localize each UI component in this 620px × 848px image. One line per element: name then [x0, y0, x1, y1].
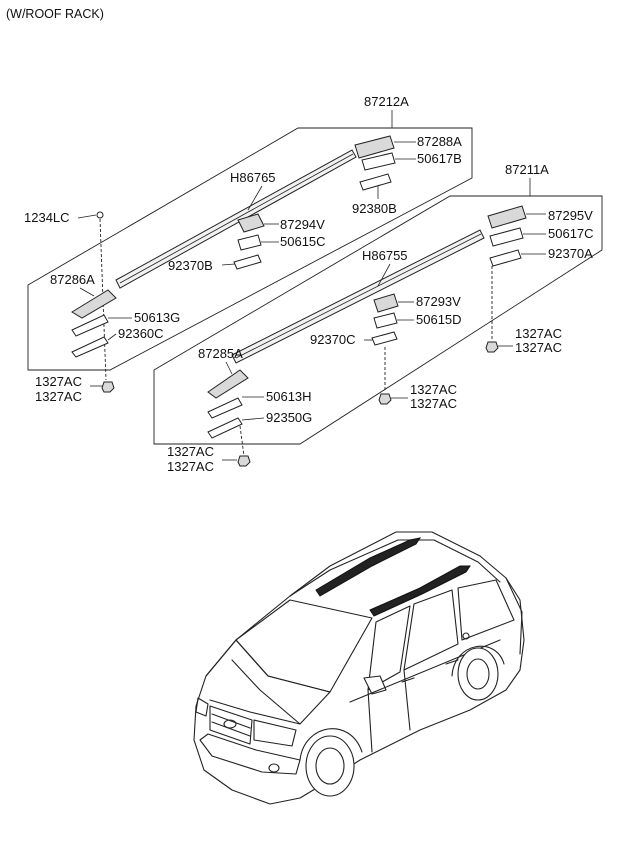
label-50613H: 50613H [266, 389, 312, 404]
bracket-50613H [207, 397, 243, 419]
label-1234LC: 1234LC [24, 210, 70, 225]
leader-92350G [241, 417, 265, 421]
car-roof-rail-left [315, 537, 422, 597]
car-rear-wheel-arch [451, 645, 505, 677]
car-rear-side-window [403, 589, 459, 671]
pad-92360C [71, 336, 109, 358]
car-headlight-right [253, 719, 297, 747]
car-body-outline [193, 531, 525, 805]
label-87212A: 87212A [364, 94, 409, 109]
cover-87295V [487, 205, 527, 229]
bracket-50615C [237, 234, 262, 251]
car-headlight-left [195, 697, 209, 717]
cover-87293V [373, 293, 399, 313]
leader-92370B [221, 263, 236, 266]
cover-87288A [354, 135, 395, 159]
leader-H86755 [377, 263, 391, 287]
leader-H86765 [247, 185, 263, 211]
pad-92350G [207, 417, 243, 439]
label-1327AC-d2: 1327AC [515, 340, 562, 355]
screw-1234LC [96, 211, 104, 219]
car-rear-quarter-window [457, 579, 515, 641]
label-1327AC-a1: 1327AC [35, 374, 82, 389]
car-front-wheel-arch [299, 728, 363, 761]
label-92370A: 92370A [548, 246, 593, 261]
car-grille-bar-2 [211, 721, 251, 737]
leader-87285A [225, 361, 233, 375]
car-door-seam-rear [403, 669, 411, 731]
label-1327AC-a2: 1327AC [35, 389, 82, 404]
nut-1327AC-d [485, 341, 499, 353]
cover-87286A [71, 289, 117, 319]
car-hood-crease [231, 659, 301, 725]
label-92360C: 92360C [118, 326, 164, 341]
car-rear-wheel-hub [466, 658, 490, 690]
car-fuel-cap [462, 632, 470, 640]
cover-87285A [207, 369, 249, 399]
pad-92370B [233, 254, 262, 270]
car-rear-edge [505, 577, 523, 655]
car-front-bumper [199, 733, 301, 775]
car-grille-bar-1 [211, 713, 251, 729]
roof-rail-H86755-detail [235, 233, 482, 359]
roof-rail-H86765-detail [119, 153, 354, 284]
label-92350G: 92350G [266, 410, 312, 425]
car-roof-rail-right [369, 565, 471, 617]
nut-1327AC-a [101, 381, 115, 393]
label-H86755: H86755 [362, 248, 408, 263]
car-hood [205, 639, 331, 725]
label-92370C: 92370C [310, 332, 356, 347]
label-87288A: 87288A [417, 134, 462, 149]
car-door-handle-front [401, 677, 415, 683]
front-fastener-axis-dashed [239, 425, 245, 457]
assembly-87211A: 87211A H86755 87295V 50617C 92370A 87293… [153, 162, 603, 474]
leader-87286A [79, 287, 95, 297]
car-front-wheel [305, 735, 355, 797]
label-50615C: 50615C [280, 234, 326, 249]
label-87286A: 87286A [50, 272, 95, 287]
label-87294V: 87294V [280, 217, 325, 232]
car-front-wheel-hub [315, 747, 345, 785]
bracket-50615D [373, 312, 398, 329]
vehicle-illustration [193, 531, 525, 805]
car-fog-light [268, 763, 280, 773]
label-87293V: 87293V [416, 294, 461, 309]
label-1327AC-c1: 1327AC [167, 444, 214, 459]
label-1327AC-c2: 1327AC [167, 459, 214, 474]
label-92370B: 92370B [168, 258, 213, 273]
bracket-50613G [71, 314, 109, 337]
car-badge [223, 719, 237, 729]
label-50615D: 50615D [416, 312, 462, 327]
assembly-87211A-outline [153, 195, 603, 445]
bracket-50617B [361, 152, 396, 171]
label-50617C: 50617C [548, 226, 594, 241]
nut-1327AC-b [378, 393, 392, 405]
label-92380B: 92380B [352, 201, 397, 216]
label-1327AC-b2: 1327AC [410, 396, 457, 411]
label-87295V: 87295V [548, 208, 593, 223]
diagram-title: (W/ROOF RACK) [6, 7, 104, 21]
bracket-50617C [489, 227, 524, 247]
label-50613G: 50613G [134, 310, 180, 325]
car-door-seam-front [367, 689, 373, 753]
label-87211A: 87211A [505, 162, 549, 177]
assembly-87212A: 87212A H86765 87288A 50617B 92380B 87294… [24, 94, 473, 404]
car-rear-wheel [457, 647, 499, 701]
pad-92370C [371, 331, 398, 346]
leader-1234LC [77, 214, 97, 219]
car-front-side-window [367, 605, 411, 691]
assembly-87212A-outline [27, 127, 473, 371]
leader-92360C [107, 333, 117, 341]
label-87285A: 87285A [198, 346, 243, 361]
nut-1327AC-c [237, 455, 251, 467]
car-grille [209, 705, 253, 745]
label-1327AC-b1: 1327AC [410, 382, 457, 397]
pad-92370A [489, 249, 522, 267]
label-H86765: H86765 [230, 170, 276, 185]
pad-92380B [359, 173, 392, 191]
cover-87294V [237, 213, 265, 233]
label-1327AC-d1: 1327AC [515, 326, 562, 341]
label-50617B: 50617B [417, 151, 462, 166]
